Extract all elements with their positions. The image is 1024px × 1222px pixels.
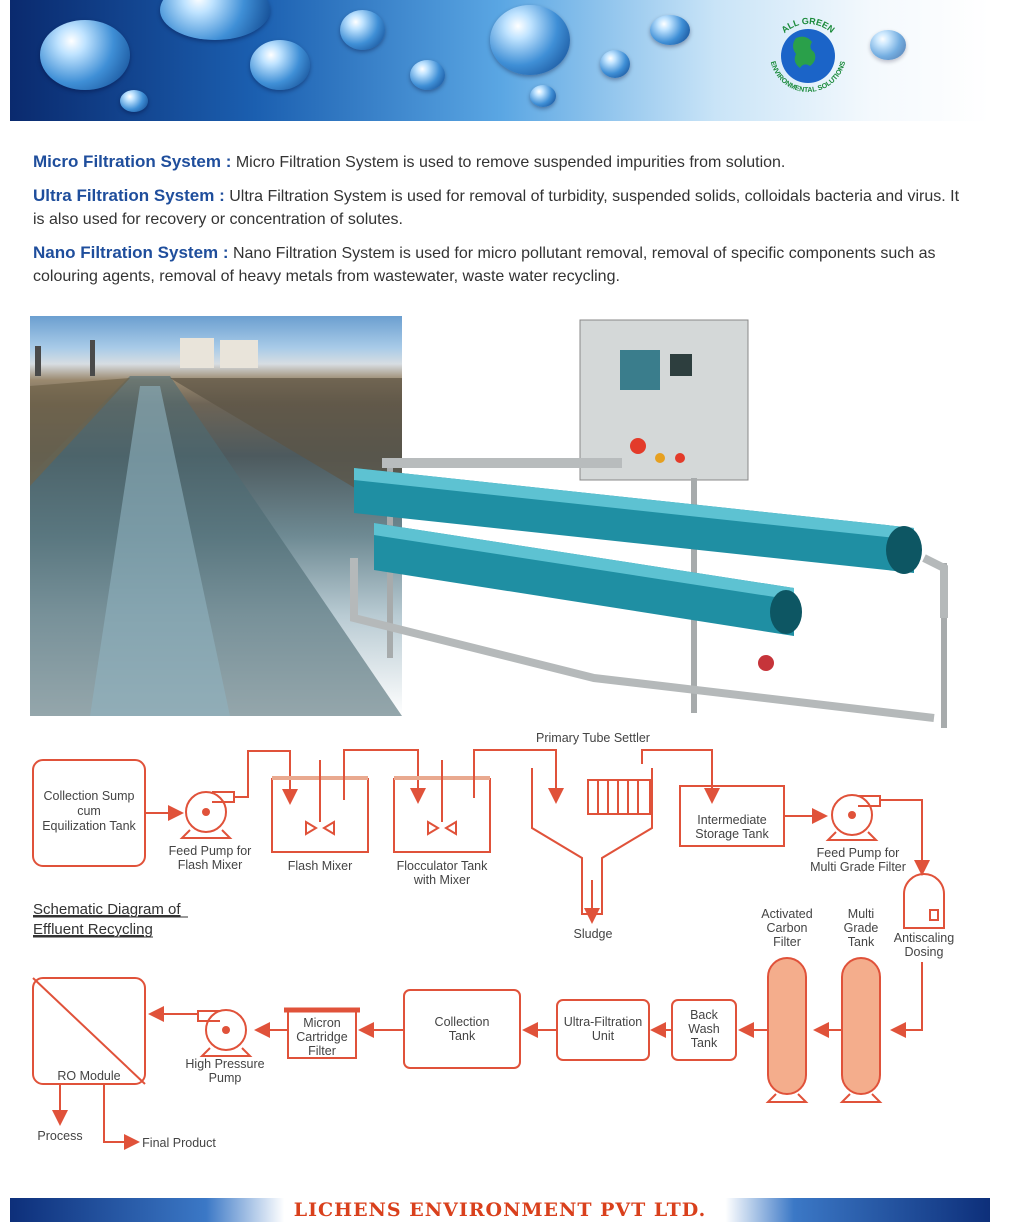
ro-module-label: RO Module	[57, 1069, 120, 1083]
hp-pump-label: High Pressure	[185, 1057, 264, 1071]
back-wash-label: Wash	[688, 1022, 720, 1036]
water-drop	[490, 5, 570, 75]
micron-filter-label: Micron	[303, 1016, 341, 1030]
treatment-plant-photo	[30, 316, 402, 716]
collection-tank-label: Collection	[435, 1015, 490, 1029]
feed-pump-flash-label: Feed Pump for	[169, 844, 252, 858]
uf-unit-label: Unit	[592, 1029, 615, 1043]
high-pressure-pump-icon	[205, 1009, 247, 1051]
nano-filtration-paragraph: Nano Filtration System : Nano Filtration…	[33, 241, 963, 288]
intermediate-tank-label: Storage Tank	[695, 827, 769, 841]
back-wash-label: Tank	[691, 1036, 718, 1050]
micron-filter-label: Cartridge	[296, 1030, 347, 1044]
flocculator-tank	[393, 778, 491, 853]
effluent-recycling-schematic: Collection Sump cum Equilization Tank Fe…	[32, 731, 954, 1150]
antiscaling-label: Antiscaling	[894, 931, 954, 945]
flash-mixer-tank	[271, 778, 369, 853]
collection-sump-label: cum	[77, 804, 101, 818]
micron-filter-label: Filter	[308, 1044, 336, 1058]
company-logo: ALL GREEN ENVIRONMENTAL SOLUTIONS	[769, 16, 847, 94]
collection-sump-label: Collection Sump	[43, 789, 134, 803]
feed-pump-mgf-label: Multi Grade Filter	[810, 860, 906, 874]
feed-pump-mgf-label: Feed Pump for	[817, 846, 900, 860]
diagram-caption: Schematic Diagram of	[33, 901, 181, 918]
water-drop	[600, 50, 630, 78]
company-name: LICHENS ENVIRONMENT PVT LTD.	[293, 1199, 707, 1221]
diagram-caption: Effluent Recycling	[33, 921, 153, 938]
micro-filtration-paragraph: Micro Filtration System : Micro Filtrati…	[33, 150, 963, 174]
water-drop	[650, 15, 690, 45]
multi-grade-label: Tank	[848, 935, 875, 949]
flocculator-label: Flocculator Tank	[397, 859, 489, 873]
water-drop	[160, 0, 270, 40]
multi-grade-tank	[841, 957, 881, 1095]
hp-pump-label: Pump	[209, 1071, 242, 1085]
water-drop	[250, 40, 310, 90]
antiscaling-label: Dosing	[905, 945, 944, 959]
water-drop	[120, 90, 148, 112]
tube-settler-label: Primary Tube Settler	[536, 731, 650, 745]
activated-carbon-filter	[767, 957, 807, 1095]
activated-carbon-label: Filter	[773, 935, 801, 949]
multi-grade-label: Grade	[844, 921, 879, 935]
water-drop	[40, 20, 130, 90]
uf-unit-label: Ultra-Filtration	[564, 1015, 643, 1029]
intermediate-tank-label: Intermediate	[697, 813, 767, 827]
section-heading: Micro Filtration System :	[33, 152, 232, 171]
water-drop	[530, 85, 556, 107]
multi-grade-label: Multi	[848, 907, 874, 921]
feed-pump-flash-label: Flash Mixer	[178, 858, 243, 872]
section-text: Nano Filtration System is used for micro…	[33, 245, 936, 285]
collection-sump-label: Equilization Tank	[42, 819, 136, 833]
section-heading: Nano Filtration System :	[33, 243, 229, 262]
water-drop	[870, 30, 906, 60]
ro-module-box	[32, 977, 146, 1085]
flocculator-label: with Mixer	[413, 873, 470, 887]
water-drop	[410, 60, 445, 90]
ultra-filtration-paragraph: Ultra Filtration System : Ultra Filtrati…	[33, 184, 963, 231]
sludge-label: Sludge	[574, 927, 613, 941]
feed-pump-mgf-icon	[831, 794, 873, 836]
section-text: Micro Filtration System is used to remov…	[231, 154, 786, 171]
flash-mixer-label: Flash Mixer	[288, 859, 353, 873]
process-label: Process	[37, 1129, 82, 1143]
footer-bar	[10, 1198, 990, 1222]
activated-carbon-label: Carbon	[767, 921, 808, 935]
section-text: Ultra Filtration System is used for remo…	[33, 188, 960, 228]
section-heading: Ultra Filtration System :	[33, 186, 225, 205]
filtration-descriptions: Micro Filtration System : Micro Filtrati…	[33, 150, 963, 298]
filtration-skid-photo	[350, 319, 948, 728]
feed-pump-flash-icon	[185, 791, 227, 833]
antiscaling-tank	[903, 873, 945, 929]
water-drop	[340, 10, 385, 50]
activated-carbon-label: Activated	[761, 907, 812, 921]
collection-tank-label: Tank	[449, 1029, 476, 1043]
final-product-label: Final Product	[142, 1136, 216, 1150]
back-wash-label: Back	[690, 1008, 719, 1022]
control-panel	[579, 319, 749, 481]
